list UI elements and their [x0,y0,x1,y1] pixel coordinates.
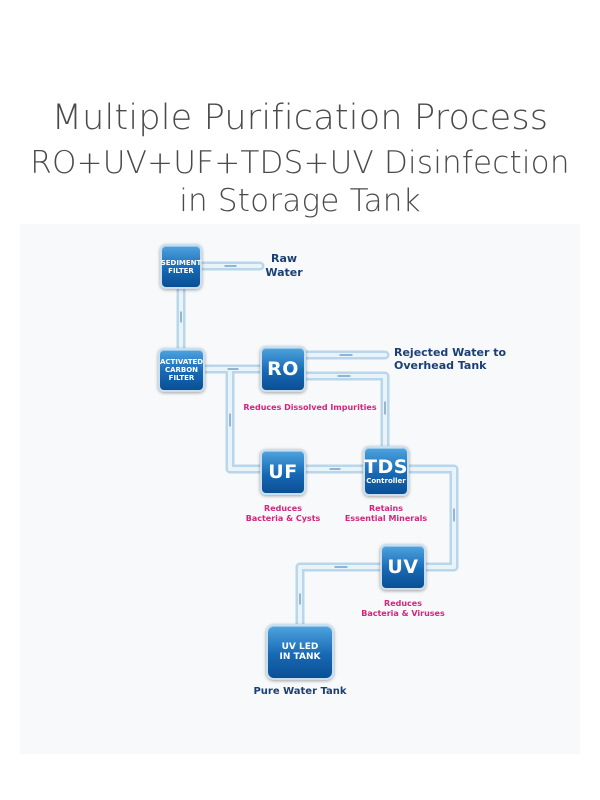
rejected-water-label: Rejected Water to Overhead Tank [394,346,506,372]
ro-unit: RO [260,346,306,392]
uf-effect-line-1: Reduces [264,504,302,513]
uf-effect-label: Reduces Bacteria & Cysts [240,504,326,524]
title-line-3: in Storage Tank [179,183,421,219]
uv-unit: UV [380,544,426,590]
carbon-filter-label-2: CARBON [164,366,199,374]
raw-water-label: Raw Water [264,252,304,280]
carbon-filter: ACTIVATED CARBON FILTER [158,348,205,392]
tds-effect-line-2: Essential Minerals [344,514,428,523]
ro-effect-label: Reduces Dissolved Impurities [243,403,377,412]
sediment-filter: SEDIMENT FILTER [160,244,202,289]
pipe-carbon-to-uf [225,364,265,474]
uv-led-tank-label-2: IN TANK [279,652,321,662]
tds-effect-line-1: Retains [368,504,403,513]
pure-water-tank-label: Pure Water Tank [253,686,347,697]
tds-controller: TDS Controller [363,446,409,496]
uv-led-tank: UV LED IN TANK [266,624,334,680]
carbon-filter-label-3: FILTER [168,374,195,382]
rejected-water-line-1: Rejected Water to [394,346,507,359]
uf-unit-label: UF [268,461,298,483]
title-line-1: Multiple Purification Process [51,98,549,138]
uv-effect-label: Reduces Bacteria & Viruses [350,599,456,619]
uf-unit: UF [260,449,306,495]
tds-effect-label: Retains Essential Minerals [338,504,434,524]
diagram-panel: SEDIMENT FILTER ACTIVATED CARBON FILTER … [20,224,580,754]
rejected-water-line-2: Overhead Tank [394,359,487,372]
sediment-filter-label-1: SEDIMENT [160,258,202,267]
raw-water-line-1: Raw [270,252,298,265]
tds-controller-label: TDS [364,455,408,478]
sediment-filter-label-2: FILTER [168,266,194,275]
uv-effect-line-2: Bacteria & Viruses [361,609,445,618]
tds-controller-sublabel: Controller [366,476,406,485]
carbon-filter-label-1: ACTIVATED [159,358,204,366]
raw-water-line-2: Water [265,266,303,279]
uf-effect-line-2: Bacteria & Cysts [245,514,321,523]
title-line-2: RO+UV+UF+TDS+UV Disinfection [30,145,570,181]
uv-effect-line-1: Reduces [384,599,422,608]
uv-led-tank-label-1: UV LED [281,642,319,652]
pipe-network [176,261,459,629]
ro-unit-label: RO [267,358,299,380]
uv-unit-label: UV [387,556,419,578]
